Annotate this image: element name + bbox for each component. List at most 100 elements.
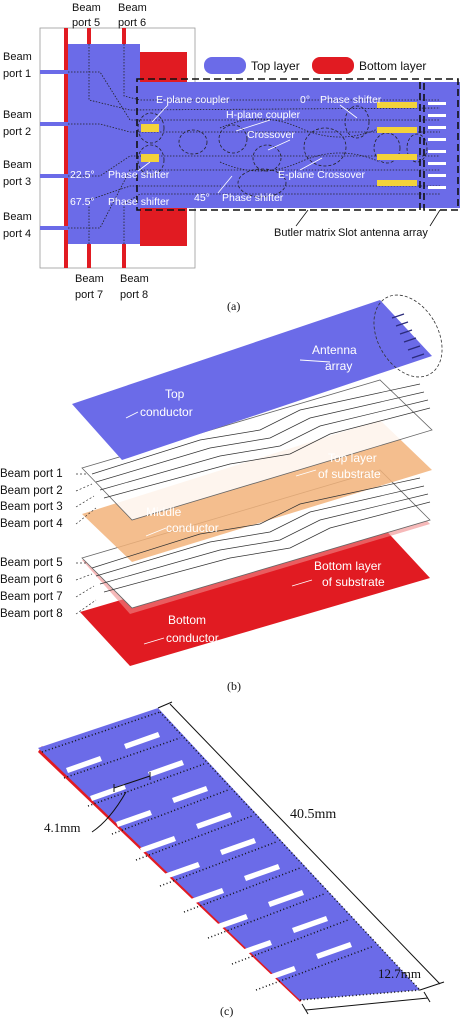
component-outlines xyxy=(137,105,428,198)
port7-feed xyxy=(87,244,91,268)
panel-c: 4.1mm 40.5mm 12.7mm (c) xyxy=(38,701,445,1018)
antenna-slots-b xyxy=(391,313,425,359)
beam-port-3-label-l2: port 3 xyxy=(3,176,31,188)
coupler-vias xyxy=(141,102,417,186)
angle-67-5-label: 67.5° xyxy=(70,196,95,208)
phase-shifter-bottom-label: Phase shifter xyxy=(222,192,284,204)
beam-port-6-label-l1: Beam xyxy=(118,2,147,14)
beam-port-7-label-l1: Beam xyxy=(75,273,104,285)
antenna-slots-c xyxy=(66,732,352,983)
legend-bottom-label: Bottom layer xyxy=(359,59,426,73)
width-dimension-label: 12.7mm xyxy=(378,966,421,981)
port6-feed xyxy=(122,28,126,44)
b-beam-port-7: Beam port 7 xyxy=(0,591,63,603)
leader-lines-b xyxy=(125,359,331,645)
b-port-labels: Beam port 1 Beam port 2 Beam port 3 Beam… xyxy=(0,468,63,620)
port2-feed xyxy=(40,122,68,126)
bottom-substrate-label-l2: of substrate xyxy=(322,575,385,589)
panel-a: Top layer Bottom layer Beam port 1 Beam … xyxy=(3,2,460,313)
phase-shifter-top-label: Phase shifter xyxy=(320,94,382,106)
top-substrate-label-l2: of substrate xyxy=(318,467,381,481)
slot-dimension xyxy=(91,772,151,833)
angle-45-label: 45° xyxy=(194,192,210,204)
port4-feed xyxy=(40,226,68,230)
bottom-layer-block-bottom xyxy=(140,208,187,246)
phase-shifter-low-label: Phase shifter xyxy=(108,196,170,208)
beam-port-2-label-l2: port 2 xyxy=(3,126,31,138)
antenna-array-label-l2: array xyxy=(325,359,352,373)
caption-a: (a) xyxy=(227,299,240,313)
top-layer-body xyxy=(68,44,140,244)
beam-port-3-label-l1: Beam xyxy=(3,159,32,171)
beam-port-1-label-l2: port 1 xyxy=(3,68,31,80)
middle-wiring xyxy=(91,383,431,593)
top-substrate-label-l1: Top layer xyxy=(328,451,377,465)
b-port-leaders xyxy=(75,473,97,615)
beam-port-1-label-l1: Beam xyxy=(3,51,32,63)
beam-port-4-label-l1: Beam xyxy=(3,211,32,223)
bottom-conductor-label-l1: Bottom xyxy=(168,613,206,627)
phase-shifter-mid-label: Phase shifter xyxy=(108,169,170,181)
b-beam-port-8: Beam port 8 xyxy=(0,608,63,620)
left-port-labels: Beam port 1 Beam port 2 Beam port 3 Beam… xyxy=(3,51,32,240)
b-beam-port-2: Beam port 2 xyxy=(0,485,63,497)
port8-feed xyxy=(122,244,126,268)
top-conductor-label-l1: Top xyxy=(165,387,185,401)
beam-port-2-label-l1: Beam xyxy=(3,109,32,121)
slot-leader xyxy=(429,209,441,227)
legend-bottom-swatch xyxy=(312,57,354,74)
antenna-slots-a xyxy=(428,102,446,189)
layer-labels: Antenna array Top conductor Top layer of… xyxy=(140,343,385,645)
antenna-array-label-l1: Antenna xyxy=(312,343,357,357)
component-labels: E-plane coupler 0° Phase shifter H-plane… xyxy=(70,94,382,208)
top-conductor-label-l2: conductor xyxy=(140,405,193,419)
length-dimension-label: 40.5mm xyxy=(290,807,336,822)
caption-c: (c) xyxy=(220,1004,233,1018)
beam-port-7-label-l2: port 7 xyxy=(75,289,103,301)
slot-antenna-array-label: Slot antenna array xyxy=(338,227,428,239)
antenna-array-box xyxy=(423,78,459,211)
port1-feed xyxy=(40,70,68,74)
panel-b: Antenna array Top conductor Top layer of… xyxy=(0,294,443,693)
middle-conductor-label-l2: conductor xyxy=(166,521,219,535)
b-beam-port-4: Beam port 4 xyxy=(0,518,63,530)
beam-port-8-label-l1: Beam xyxy=(120,273,149,285)
bottom-conductor-label-l2: conductor xyxy=(166,631,219,645)
bottom-conductor-layer xyxy=(80,524,430,666)
width-dimension xyxy=(301,991,431,1015)
legend-top-swatch xyxy=(204,57,246,74)
caption-b: (b) xyxy=(227,679,241,693)
butler-matrix-label: Butler matrix xyxy=(274,227,336,239)
crossover-label: Crossover xyxy=(247,129,295,141)
beam-port-6-label-l2: port 6 xyxy=(118,17,146,29)
legend-top-label: Top layer xyxy=(251,59,300,73)
beam-port-5-label-l1: Beam xyxy=(72,2,101,14)
tb-port-labels: Beam port 5 Beam port 6 Beam port 7 Beam… xyxy=(72,2,149,301)
h-plane-coupler-label: H-plane coupler xyxy=(226,109,301,121)
beam-port-5-label-l2: port 5 xyxy=(72,17,100,29)
via-rows xyxy=(41,711,421,1001)
b-beam-port-5: Beam port 5 xyxy=(0,557,63,569)
beam-port-8-label-l2: port 8 xyxy=(120,289,148,301)
waveguide-paths xyxy=(68,44,441,244)
antenna-top-face xyxy=(38,708,420,1000)
beam-port-4-label-l2: port 4 xyxy=(3,228,31,240)
length-dimension xyxy=(157,701,445,991)
bottom-substrate-label-l1: Bottom layer xyxy=(314,559,381,573)
middle-conductor-label-l1: Middle xyxy=(146,505,182,519)
port3-feed xyxy=(40,174,68,178)
b-beam-port-6: Beam port 6 xyxy=(0,574,63,586)
port5-feed xyxy=(87,28,91,44)
angle-22-5-label: 22.5° xyxy=(70,169,95,181)
leader-lines-a xyxy=(137,104,358,194)
b-beam-port-1: Beam port 1 xyxy=(0,468,63,480)
e-plane-coupler-label: E-plane coupler xyxy=(156,94,230,106)
butler-matrix-box xyxy=(136,78,421,211)
antenna-array-outline xyxy=(373,294,443,378)
bottom-layer-block-top xyxy=(140,52,187,82)
b-beam-port-3: Beam port 3 xyxy=(0,501,63,513)
zero-degree-label: 0° xyxy=(300,94,310,106)
e-plane-crossover-label: E-plane Crossover xyxy=(278,169,365,181)
top-conductor-layer xyxy=(72,300,432,460)
